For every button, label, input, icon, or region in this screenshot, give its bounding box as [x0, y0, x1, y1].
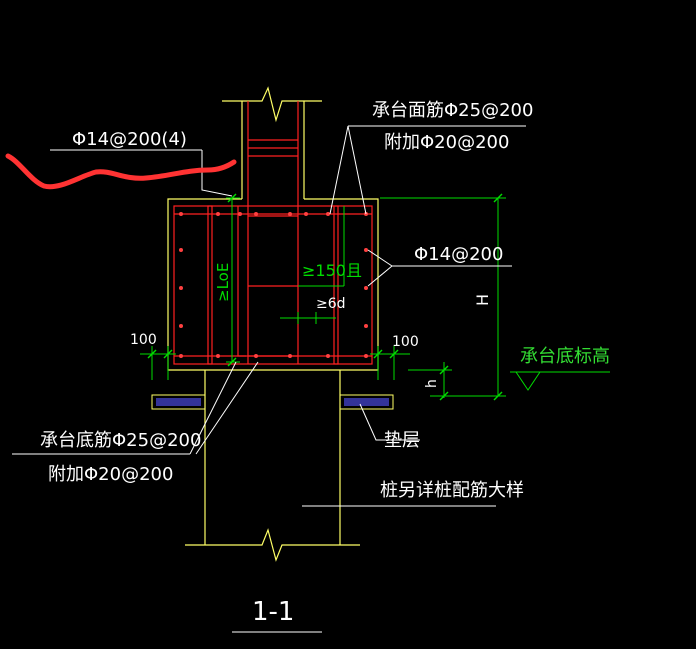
label-anchor-length: ≥LoE: [214, 263, 232, 302]
label-spacing-150: ≥150且: [302, 261, 362, 280]
rebar-dots: [179, 212, 368, 358]
leader-lines: [12, 125, 526, 633]
concrete-outline: [167, 86, 379, 562]
label-base-level: 承台底标高: [520, 346, 610, 367]
label-cushion: 垫层: [384, 430, 420, 451]
section-title: 1-1: [252, 597, 294, 627]
label-bottom-rebar-1: 承台底筋Φ25@200: [40, 430, 201, 451]
dimension-lines: [140, 197, 610, 398]
label-side-rebar: Φ14@200: [414, 244, 503, 265]
red-markup-stroke: [5, 153, 237, 190]
label-cover-right: 100: [392, 334, 419, 350]
label-top-rebar-1: 承台面筋Φ25@200: [372, 100, 533, 121]
dimension-ticks: [147, 193, 503, 401]
rebar-cage: [173, 101, 373, 365]
label-bottom-rebar-2: 附加Φ20@200: [48, 464, 173, 485]
label-height-h: H: [473, 294, 492, 306]
label-spacing-6d: ≥6d: [316, 296, 346, 312]
label-top-rebar-2: 附加Φ20@200: [384, 132, 509, 153]
label-cover-left: 100: [130, 332, 157, 348]
cushion-layer: [151, 394, 394, 410]
label-stirrup: Φ14@200(4): [72, 129, 187, 150]
label-pile-detail: 桩另详桩配筋大样: [380, 480, 524, 501]
label-small-h: h: [424, 379, 440, 388]
